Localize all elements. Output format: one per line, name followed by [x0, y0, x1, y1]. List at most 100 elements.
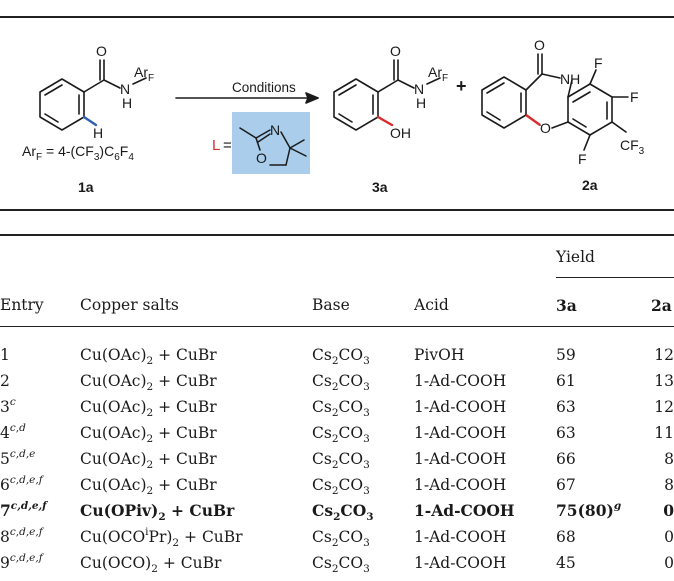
- ligand-atom-n: N: [270, 122, 280, 138]
- base-subscript: 2: [331, 355, 339, 368]
- table-cell-copper: Cu(OAc)2 + CuBr: [80, 475, 217, 498]
- table-cell-acid: 1-Ad-COOH: [414, 397, 506, 417]
- table-cell-yield-2a: 12: [654, 345, 674, 365]
- base-formula: Cs: [312, 346, 332, 364]
- col-header-copper: Copper salts: [80, 296, 179, 314]
- col-header-2a: 2a: [651, 296, 672, 315]
- copper-formula: Cu(OAc): [80, 450, 147, 468]
- base-subscript: 2: [331, 407, 339, 420]
- table-cell-entry: 5c,d,e: [0, 449, 35, 469]
- base-formula: Cs: [312, 554, 332, 572]
- base-subscript: 2: [331, 381, 339, 394]
- copper-formula-rest: + CuBr: [157, 554, 222, 572]
- table-cell-entry: 3c: [0, 397, 16, 417]
- table-cell-yield-3a: 75(80)g: [556, 501, 621, 521]
- ch-bond-highlight: [82, 115, 98, 127]
- base-subscript: 3: [363, 563, 370, 576]
- base-formula: Cs: [312, 476, 332, 494]
- table-top-rule: [0, 234, 674, 236]
- copper-formula-rest: + CuBr: [153, 450, 217, 468]
- yield-3a-value: 61: [556, 372, 576, 390]
- acid-name: 1-Ad-COOH: [414, 450, 507, 468]
- base-formula: Cs: [312, 450, 332, 468]
- yield-3a-value: 59: [556, 346, 576, 364]
- base-subscript: 2: [331, 563, 339, 576]
- base-formula: Cs: [312, 372, 332, 390]
- copper-subscript: 2: [146, 355, 154, 368]
- copper-formula: Cu(OAc): [80, 372, 147, 390]
- table-cell-acid: PivOH: [414, 345, 464, 365]
- yield-3a-value: 63: [556, 398, 576, 416]
- entry-number: 3: [0, 398, 10, 416]
- table-cell-base: Cs2CO3: [312, 501, 374, 524]
- copper-formula: Cu(OAc): [80, 346, 147, 364]
- table-cell-base: Cs2CO3: [312, 475, 370, 498]
- base-formula: Cs: [312, 528, 332, 546]
- base-subscript: 3: [366, 511, 374, 524]
- clipped-caption-remnant: [0, 0, 674, 5]
- entry-footnote: c,d,e: [9, 447, 36, 460]
- atom-o-1a: O: [96, 43, 107, 59]
- table-cell-copper: Cu(OAc)2 + CuBr: [80, 397, 217, 418]
- yield-3a-value: 45: [556, 554, 576, 572]
- entry-footnote: c,d,e,f: [9, 473, 43, 486]
- base-subscript: 2: [331, 537, 339, 550]
- top-rule: [0, 16, 674, 18]
- atom-n-3a: N: [414, 81, 424, 97]
- yield-2a-value: 8: [664, 476, 674, 494]
- table-cell-entry: 4c,d: [0, 423, 26, 443]
- entry-footnote: c,d,e,f: [9, 551, 43, 564]
- atom-h-nh-1a: H: [122, 95, 132, 111]
- table-cell-copper: Cu(OCO)2 + CuBr: [80, 553, 222, 574]
- base-formula-rest: CO: [338, 372, 364, 390]
- compound-label-1a: 1a: [78, 179, 94, 195]
- entry-footnote: c,d,e,f: [9, 525, 43, 538]
- acid-name: 1-Ad-COOH: [414, 398, 507, 416]
- table-cell-yield-2a: 12: [654, 397, 674, 417]
- arrow-conditions-text: Conditions: [232, 80, 296, 95]
- yield-2a-value: 8: [664, 450, 674, 468]
- ligand-oxazoline: [239, 127, 307, 166]
- atom-f3-2a: F: [578, 151, 587, 167]
- base-subscript: 3: [363, 355, 370, 368]
- ligand-letter: L: [212, 137, 220, 154]
- base-formula-rest: CO: [338, 398, 364, 416]
- yield-2a-value: 0: [664, 528, 674, 546]
- yield-2a-value: 12: [654, 398, 674, 416]
- yield-3a-value: 75(80): [556, 501, 614, 520]
- copper-formula: Cu(OAc): [80, 398, 147, 416]
- table-cell-entry: 7c,d,e,f: [0, 501, 47, 521]
- copper-formula: Cu(OPiv): [80, 501, 159, 520]
- copper-formula-rest: + CuBr: [165, 501, 235, 520]
- ligand-box: [232, 112, 310, 174]
- table-cell-yield-2a: 13: [654, 371, 674, 391]
- table-cell-yield-2a: 0: [663, 501, 674, 521]
- atom-n-1a: N: [120, 81, 130, 97]
- table-cell-entry: 1: [0, 345, 10, 365]
- base-formula-rest: CO: [340, 501, 367, 520]
- base-subscript: 3: [363, 485, 370, 498]
- table-cell-yield-2a: 8: [664, 475, 674, 495]
- copper-superscript: i: [145, 525, 149, 538]
- table-cell-entry: 9c,d,e,f: [0, 553, 43, 573]
- table-cell-copper: Cu(OAc)2 + CuBr: [80, 345, 217, 368]
- ligand-atom-o: O: [256, 150, 267, 166]
- table-cell-yield-2a: 11: [654, 423, 674, 443]
- yield-3a-value: 66: [556, 450, 576, 468]
- base-formula-rest: CO: [338, 554, 364, 572]
- table-cell-yield-3a: 45: [556, 553, 576, 573]
- header-bottom-rule: [0, 326, 674, 328]
- cf3-label-2a: CF3: [620, 137, 645, 157]
- atom-h-3a: H: [416, 95, 426, 111]
- copper-subscript: 2: [146, 485, 154, 498]
- arf-label-1a: ArF: [134, 64, 154, 84]
- copper-subscript: 2: [146, 433, 154, 446]
- entry-number: 6: [0, 476, 10, 494]
- atom-o-ether-2a: O: [540, 120, 551, 136]
- atom-oh-3a: OH: [390, 125, 411, 141]
- base-subscript: 2: [331, 485, 339, 498]
- base-formula-rest: CO: [338, 476, 364, 494]
- table-cell-copper: Cu(OAc)2 + CuBr: [80, 449, 217, 470]
- col-header-base: Base: [312, 296, 350, 314]
- copper-formula: Cu(OCO: [80, 528, 146, 546]
